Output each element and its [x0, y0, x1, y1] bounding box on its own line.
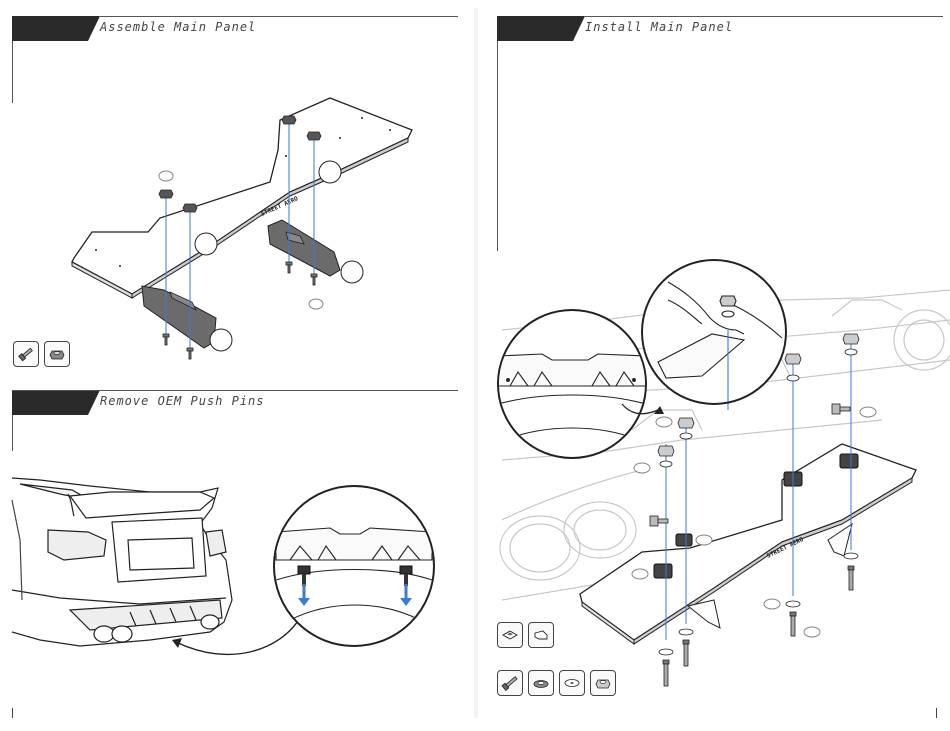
nut-icon: [590, 670, 616, 696]
main-panel: STREET AERO: [580, 444, 916, 644]
bracket-left-icon: [497, 622, 523, 648]
bolt-icon: [497, 670, 523, 696]
zoom-detail-push-pins: [274, 486, 434, 646]
install-main-panel-diagram: STREET AERO: [482, 0, 950, 731]
callout-arrow: [176, 618, 300, 654]
page-gutter: [474, 8, 478, 718]
washer-icon: [528, 670, 554, 696]
right-page: Install Main Panel STRE: [482, 0, 950, 731]
left-page: Assemble Main Panel STREET AERO: [0, 0, 470, 731]
bracket-right-icon: [528, 622, 554, 648]
car-rear-illustration: [0, 0, 470, 731]
zoom-detail-bumper: [498, 310, 646, 458]
zoom-detail-hand-install: [642, 260, 786, 406]
page-corner-mark: [12, 708, 13, 718]
washer-flat-icon: [559, 670, 585, 696]
page-corner-mark: [936, 708, 937, 718]
